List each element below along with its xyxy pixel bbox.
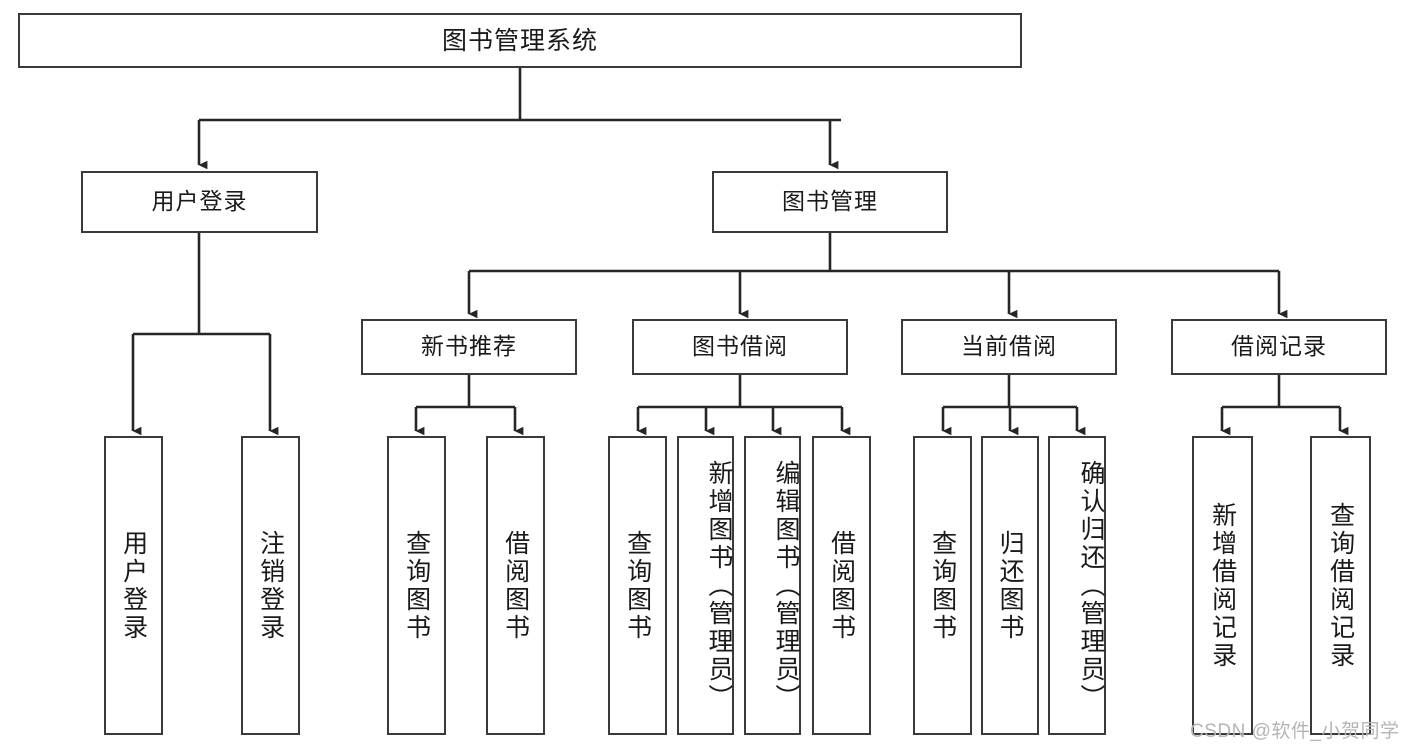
leaf-newbook-borrow-book[interactable]: 借阅图书 (486, 436, 545, 735)
node-book-management[interactable]: 图书管理 (712, 171, 948, 233)
node-current-borrow[interactable]: 当前借阅 (901, 319, 1117, 375)
leaf-user-login-logout[interactable]: 注销登录 (241, 436, 300, 735)
leaf-user-login-login[interactable]: 用户登录 (104, 436, 163, 735)
leaf-currentborrow-query-book[interactable]: 查询图书 (913, 436, 972, 735)
leaf-currentborrow-confirm-return-admin[interactable]: 确认归还（管理员） (1048, 436, 1106, 735)
node-borrow-records[interactable]: 借阅记录 (1171, 319, 1387, 375)
node-root-system[interactable]: 图书管理系统 (18, 13, 1022, 68)
leaf-borrowrecords-add-record[interactable]: 新增借阅记录 (1192, 436, 1253, 735)
csdn-watermark: CSDN @软件_小贺同学 (1190, 721, 1400, 742)
node-user-login[interactable]: 用户登录 (81, 171, 318, 233)
leaf-borrowrecords-query-record[interactable]: 查询借阅记录 (1310, 436, 1371, 735)
leaf-bookborrow-add-book-admin[interactable]: 新增图书（管理员） (677, 436, 734, 735)
leaf-newbook-query-book[interactable]: 查询图书 (387, 436, 446, 735)
leaf-bookborrow-borrow-book[interactable]: 借阅图书 (812, 436, 871, 735)
leaf-bookborrow-edit-book-admin[interactable]: 编辑图书（管理员） (744, 436, 801, 735)
leaf-currentborrow-return-book[interactable]: 归还图书 (981, 436, 1039, 735)
node-new-book-recommend[interactable]: 新书推荐 (361, 319, 577, 375)
leaf-bookborrow-query-book[interactable]: 查询图书 (608, 436, 667, 735)
node-book-borrow[interactable]: 图书借阅 (632, 319, 848, 375)
